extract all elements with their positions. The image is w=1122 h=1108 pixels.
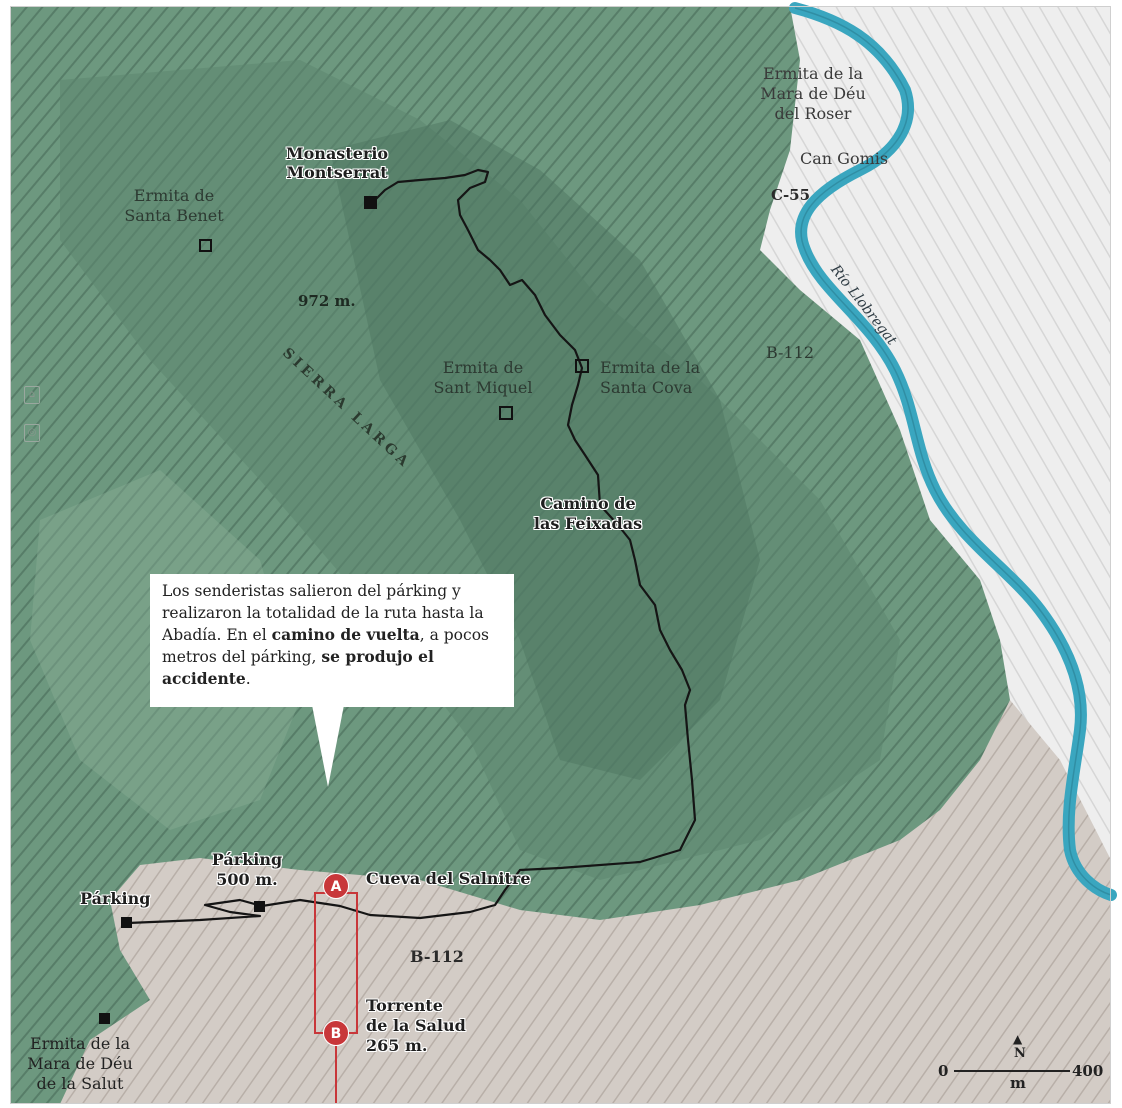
label-ermita-santa-cova: Ermita de la Santa Cova <box>600 358 701 397</box>
parking-upper-marker <box>254 901 265 912</box>
label-parking-lower: Párking <box>80 889 151 908</box>
callout-text-2: , a pocos metros del párking, <box>162 626 489 666</box>
scale-unit: m <box>1010 1074 1026 1092</box>
label-parking-upper: Párking 500 m. <box>211 850 283 889</box>
label-ermita-salut: Ermita de la Mara de Déu de la Salut <box>27 1034 133 1093</box>
callout-bold-1: camino de vuelta <box>271 625 420 644</box>
ermita-salut-marker <box>99 1013 110 1024</box>
callout-box: Los senderistas salieron del párking y r… <box>150 574 514 707</box>
marker-a[interactable]: A <box>323 873 349 899</box>
label-cueva-salnitre: Cueva del Salnitre <box>366 869 531 888</box>
label-road-b112-top: B-112 <box>766 343 814 362</box>
scale-line <box>954 1070 1070 1072</box>
ermita-santa-benet-marker <box>199 239 212 252</box>
callout-pointer <box>312 705 344 787</box>
label-ermita-sant-miquel: Ermita de Sant Miquel <box>433 358 533 397</box>
label-road-c55: C-55 <box>771 186 811 204</box>
ermita-santa-cova-marker <box>575 359 589 373</box>
label-road-b112-bottom: B-112 <box>410 947 464 966</box>
scale-zero: 0 <box>938 1062 949 1080</box>
layer-icon[interactable]: ◎ <box>24 424 40 442</box>
scale-bar: 0 ▲ N 400 m <box>938 1032 1114 1096</box>
monasterio-marker <box>364 196 377 209</box>
label-peak-972: 972 m. <box>298 292 356 310</box>
label-monasterio: Monasterio Montserrat <box>285 144 389 182</box>
label-can-gomis: Can Gomis <box>800 149 889 168</box>
hiking-route <box>126 168 697 925</box>
ermita-sant-miquel-marker <box>499 406 513 420</box>
label-ermita-roser: Ermita de la Mara de Déu del Roser <box>760 64 866 123</box>
map-tool-icon[interactable]: ⌂ <box>24 386 40 404</box>
north-label: N <box>1014 1046 1026 1061</box>
north-arrow-icon: ▲ <box>1013 1032 1023 1046</box>
parking-lower-marker <box>121 917 132 928</box>
marker-b[interactable]: B <box>323 1020 349 1046</box>
scale-max: 400 <box>1072 1062 1104 1080</box>
callout-text-3: . <box>245 670 251 688</box>
callout-bold-2: se produjo el accidente <box>162 647 434 688</box>
label-ermita-santa-benet: Ermita de Santa Benet <box>124 186 224 225</box>
callout-text-1: Los senderistas salieron del párking y r… <box>162 582 484 644</box>
label-torrente: Torrente de la Salud 265 m. <box>366 996 466 1055</box>
label-camino-feixadas: Camino de las Feixadas <box>533 494 643 533</box>
